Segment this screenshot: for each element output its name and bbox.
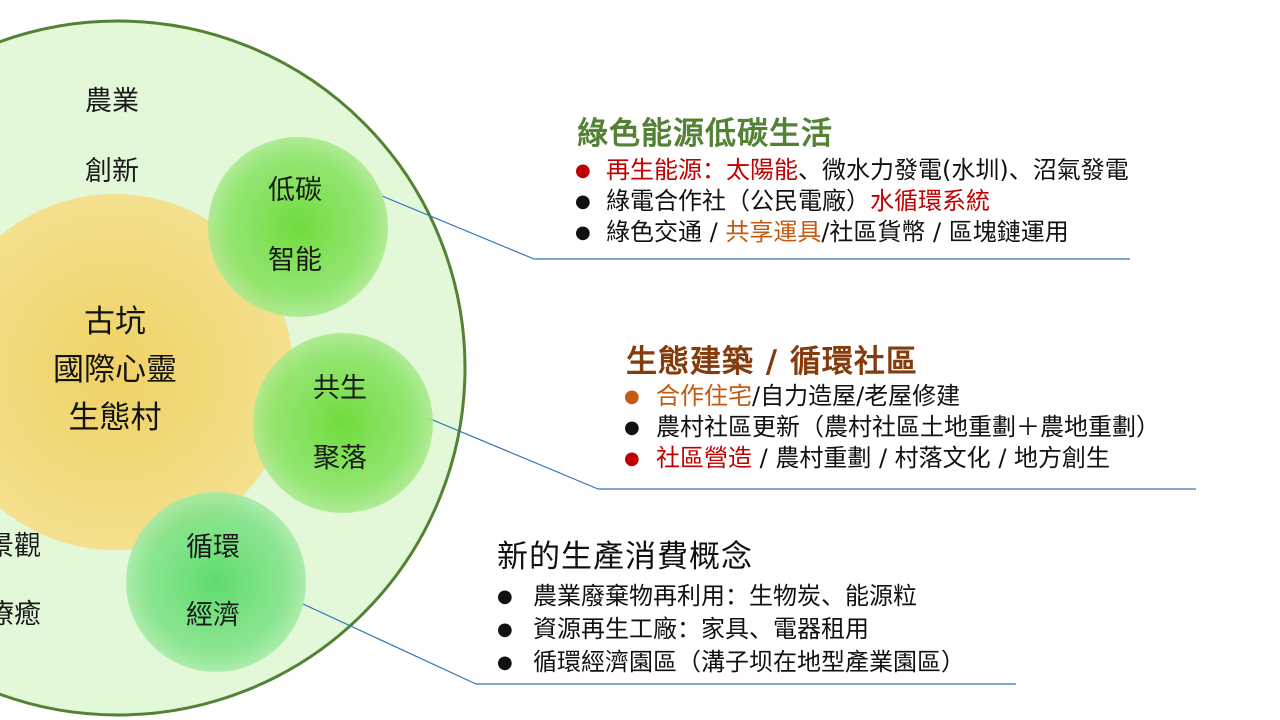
leader-line-1 [381, 195, 535, 260]
leader-line-3 [302, 603, 477, 685]
item-text: 循環經濟園區（溝子坝在地型產業園區） [533, 648, 965, 677]
list-item: ● 綠電合作社（公民電廠）水循環系統 [575, 186, 1129, 217]
bullet-dot: ● [497, 586, 513, 608]
bubble-low-carbon-line1: 低碳 [268, 175, 322, 206]
item-text: /社區貨幣 / 區塊鏈運用 [821, 218, 1069, 247]
core-label-line3: 生態村 [68, 400, 162, 436]
block-green-energy: 綠色能源低碳生活 ● 再生能源：太陽能、微水力發電(水圳)、沼氣發電 ● 綠電合… [575, 116, 1129, 248]
bullet-dot: ● [624, 448, 640, 470]
block-title: 生態建築 / 循環社區 [626, 344, 918, 380]
bullet-list: ● 再生能源：太陽能、微水力發電(水圳)、沼氣發電 ● 綠電合作社（公民電廠）水… [575, 155, 1129, 248]
outer-label-innovation: 創新 [85, 156, 139, 187]
item-text: /自力造屋/老屋修建 [752, 382, 961, 411]
bubble-low-carbon-line2: 智能 [268, 245, 322, 276]
leader-line-2 [427, 417, 599, 490]
bullet-dot: ● [624, 386, 640, 408]
list-item: ● 社區營造 / 農村重劃 / 村落文化 / 地方創生 [624, 443, 1160, 474]
list-item: ● 循環經濟園區（溝子坝在地型產業園區） [497, 646, 965, 679]
bullet-dot: ● [575, 160, 591, 182]
bullet-dot: ● [497, 652, 513, 674]
list-item: ● 綠色交通 / 共享運具/社區貨幣 / 區塊鏈運用 [575, 217, 1129, 248]
core-label-line2: 國際心靈 [53, 352, 177, 388]
item-highlight: 共享運具 [725, 218, 822, 247]
item-text: 綠電合作社（公民電廠） [606, 187, 870, 216]
bullet-list: ● 農業廢棄物再利用：生物炭、能源粒 ● 資源再生工廠：家具、電器租用 ● 循環… [497, 580, 965, 679]
outer-label-landscape: 景觀 [0, 531, 41, 562]
list-item: ● 再生能源：太陽能、微水力發電(水圳)、沼氣發電 [575, 155, 1129, 186]
item-text: / 農村重劃 / 村落文化 / 地方創生 [752, 444, 1111, 473]
outer-label-healing: 療癒 [0, 599, 41, 630]
bullet-dot: ● [575, 191, 591, 213]
core-circle [0, 194, 293, 550]
list-item: ● 合作住宅/自力造屋/老屋修建 [624, 381, 1160, 412]
block-title: 綠色能源低碳生活 [577, 116, 833, 152]
bubble-symbiosis [253, 333, 433, 513]
item-highlight: 合作住宅 [656, 382, 752, 411]
list-item: ● 農村社區更新（農村社區土地重劃＋農地重劃） [624, 412, 1160, 443]
block-eco-architecture: 生態建築 / 循環社區 ● 合作住宅/自力造屋/老屋修建 ● 農村社區更新（農村… [624, 344, 1160, 474]
list-item: ● 資源再生工廠：家具、電器租用 [497, 613, 965, 646]
bubble-circular [126, 492, 306, 672]
item-text: 、微水力發電(水圳)、沼氣發電 [798, 156, 1129, 185]
block-new-production: 新的生產消費概念 ● 農業廢棄物再利用：生物炭、能源粒 ● 資源再生工廠：家具、… [497, 539, 965, 679]
bubble-symbiosis-line1: 共生 [313, 373, 367, 404]
core-label-line1: 古坑 [84, 304, 146, 340]
item-text: 農業廢棄物再利用：生物炭、能源粒 [533, 582, 917, 611]
item-highlight: 社區營造 [656, 444, 752, 473]
block-title: 新的生產消費概念 [497, 539, 753, 575]
bullet-dot: ● [575, 222, 591, 244]
item-text: 綠色交通 / [606, 218, 726, 247]
bubble-low-carbon [208, 137, 388, 317]
bullet-list: ● 合作住宅/自力造屋/老屋修建 ● 農村社區更新（農村社區土地重劃＋農地重劃）… [624, 381, 1160, 474]
item-text: 農村社區更新（農村社區土地重劃＋農地重劃） [656, 413, 1160, 442]
item-highlight: 水循環系統 [870, 187, 990, 216]
item-highlight: 再生能源：太陽能 [606, 156, 798, 185]
bubble-circular-line1: 循環 [186, 532, 240, 563]
outer-label-agriculture: 農業 [85, 86, 139, 117]
list-item: ● 農業廢棄物再利用：生物炭、能源粒 [497, 580, 965, 613]
item-text: 資源再生工廠：家具、電器租用 [533, 615, 869, 644]
bullet-dot: ● [624, 417, 640, 439]
bubble-symbiosis-line2: 聚落 [313, 443, 367, 474]
bullet-dot: ● [497, 619, 513, 641]
bubble-circular-line2: 經濟 [186, 600, 240, 631]
